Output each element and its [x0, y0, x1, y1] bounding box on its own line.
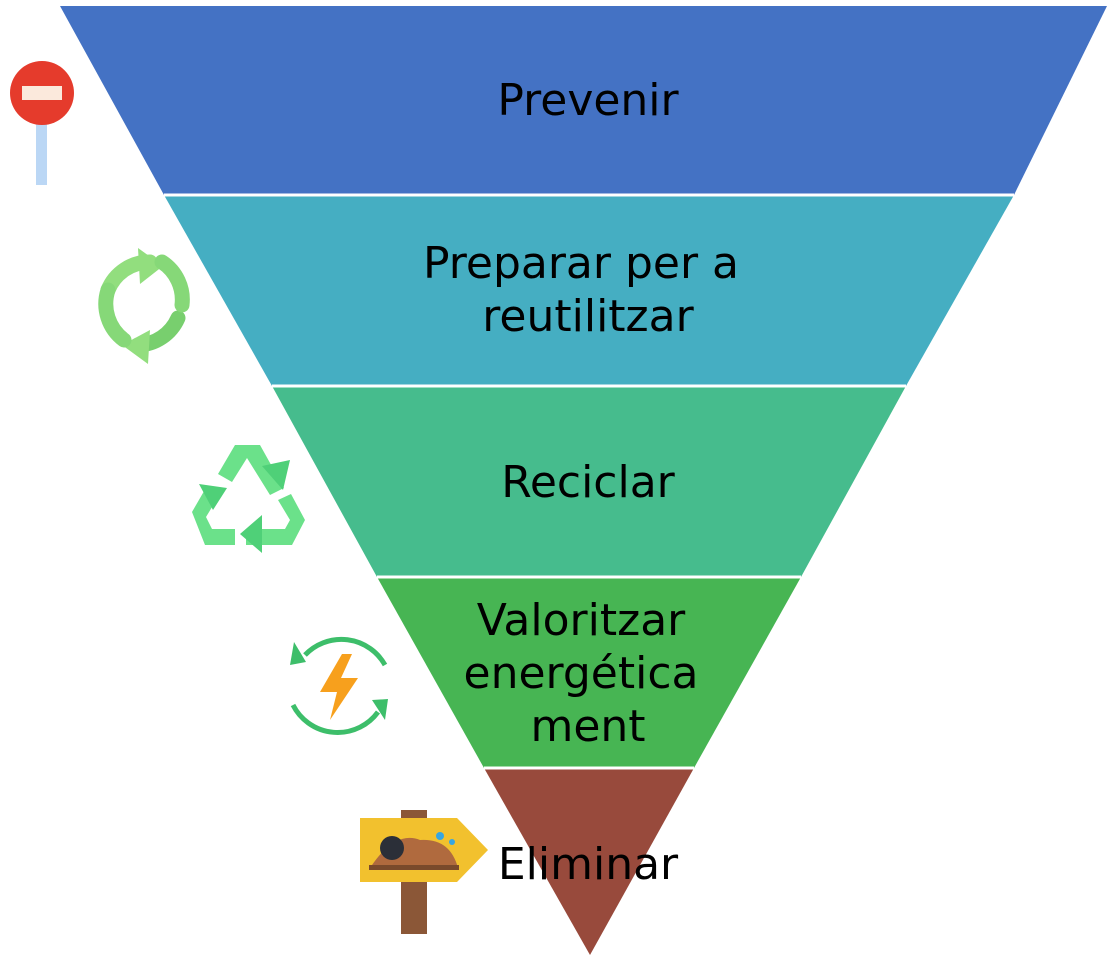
recycle-icon	[192, 445, 305, 553]
pyramid	[60, 6, 1107, 955]
tier-reciclar	[272, 386, 906, 577]
tier-eliminar	[484, 768, 694, 955]
label-eliminar: Eliminar	[498, 839, 679, 890]
tier-prevenir	[60, 6, 1107, 195]
tier-preparar	[164, 195, 1014, 386]
tier-labels: Prevenir Preparar per a reutilitzar Reci…	[423, 75, 753, 890]
label-reciclar: Reciclar	[501, 457, 675, 508]
label-prevenir: Prevenir	[497, 75, 679, 126]
label-valoritzar: Valoritzar energética ment	[464, 595, 713, 752]
tier-valoritzar	[377, 577, 801, 768]
landfill-signpost-icon	[360, 810, 488, 934]
no-entry-sign-icon	[10, 61, 74, 185]
label-preparar: Preparar per a reutilitzar	[423, 238, 753, 342]
energy-bolt-cycle-icon	[290, 636, 388, 735]
refresh-arrows-icon	[98, 248, 190, 364]
